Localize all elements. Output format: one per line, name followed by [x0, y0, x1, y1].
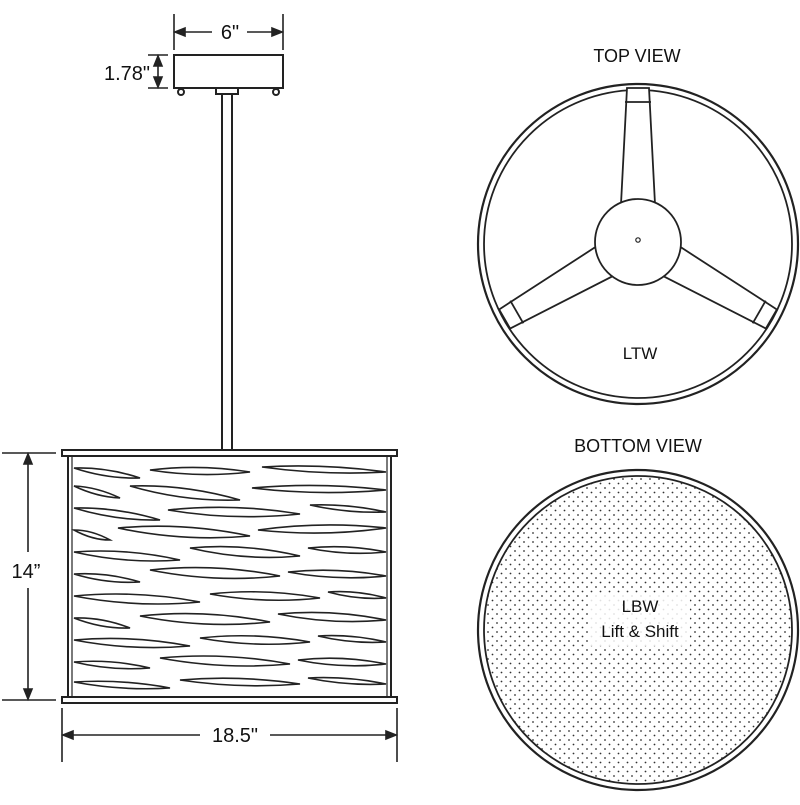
shade-cutout-8 — [167, 506, 301, 518]
shade-cutout-31 — [73, 680, 171, 690]
shade-cutout-5 — [129, 484, 241, 502]
shade-cutout-29 — [159, 655, 291, 667]
spider-arm-1 — [620, 87, 656, 205]
shade-width-arrow-right — [385, 729, 399, 741]
shade-cutout-32 — [179, 677, 301, 687]
spider-arm-2 — [497, 245, 615, 330]
canopy — [173, 54, 284, 89]
shade-cutout-14 — [189, 545, 301, 559]
canopy-screw-right — [272, 88, 280, 96]
side-elevation — [61, 54, 398, 704]
canopy-width-label: 6" — [221, 22, 239, 44]
canopy-height-arrow-top — [152, 53, 164, 67]
shade-cutout-30 — [297, 657, 387, 667]
canopy-width-arrow-right — [271, 26, 285, 38]
shade-height-arrow-top — [22, 451, 34, 465]
bottom-view-label-line1: LBW — [622, 597, 659, 616]
shade-cutout-26 — [199, 634, 311, 646]
shade-cutout-33 — [307, 676, 387, 686]
shade-cutout-1 — [73, 467, 141, 479]
canopy-screw-left — [177, 88, 185, 96]
top-view-outer-ring — [476, 82, 800, 406]
shade-cutout-18 — [287, 569, 387, 579]
shade-cutout-27 — [317, 634, 387, 644]
shade-cutout-6 — [251, 484, 387, 494]
shade-width-label: 18.5" — [212, 725, 258, 747]
bottom-view-title: BOTTOM VIEW — [574, 436, 702, 456]
shade-height-arrow-bottom — [22, 688, 34, 702]
shade-cutout-10 — [70, 529, 114, 541]
shade-cutout-23 — [139, 612, 271, 626]
shade-cutout-7 — [73, 507, 161, 521]
bottom-view-label-backing — [590, 594, 690, 646]
top-view-center-hole — [635, 237, 641, 243]
shade-cutout-11 — [117, 525, 251, 539]
shade-cutout-25 — [73, 637, 191, 649]
shade-cutout-15 — [307, 545, 387, 555]
shade-cutout-4 — [73, 485, 121, 499]
canopy-height-arrow-bottom — [152, 76, 164, 90]
shade-cutout-16 — [73, 572, 141, 584]
spider-arm-3 — [661, 245, 779, 330]
shade-cutout-20 — [209, 590, 321, 602]
shade-width-arrow-left — [60, 729, 74, 741]
shade-cutout-24 — [277, 611, 387, 623]
bottom-view-label-line2: Lift & Shift — [601, 622, 679, 641]
shade-cutout-9 — [309, 503, 387, 514]
shade-cutout-17 — [149, 566, 281, 580]
canopy-width-arrow-left — [172, 26, 186, 38]
shade-cutout-21 — [327, 590, 387, 600]
top-view-title: TOP VIEW — [593, 46, 680, 66]
shade-cutout-22 — [73, 617, 131, 629]
shade-height-label: 14” — [12, 561, 41, 583]
spider-arm-bracket-3 — [751, 300, 767, 324]
spider-arm-bracket-2 — [509, 300, 525, 324]
top-view-label: LTW — [623, 344, 658, 363]
shade-cutout-28 — [73, 660, 151, 670]
stem — [221, 93, 233, 451]
shade-cutout-3 — [261, 465, 387, 474]
shade-cutout-13 — [73, 550, 181, 562]
canopy-height-label: 1.78" — [104, 63, 150, 85]
top-view — [476, 82, 800, 406]
dimension-lines — [2, 14, 399, 762]
shade-cutout-12 — [257, 524, 387, 534]
shade-cutout-19 — [73, 593, 201, 605]
shade-cutout-pattern — [70, 465, 387, 690]
shade-cutout-2 — [149, 466, 251, 476]
